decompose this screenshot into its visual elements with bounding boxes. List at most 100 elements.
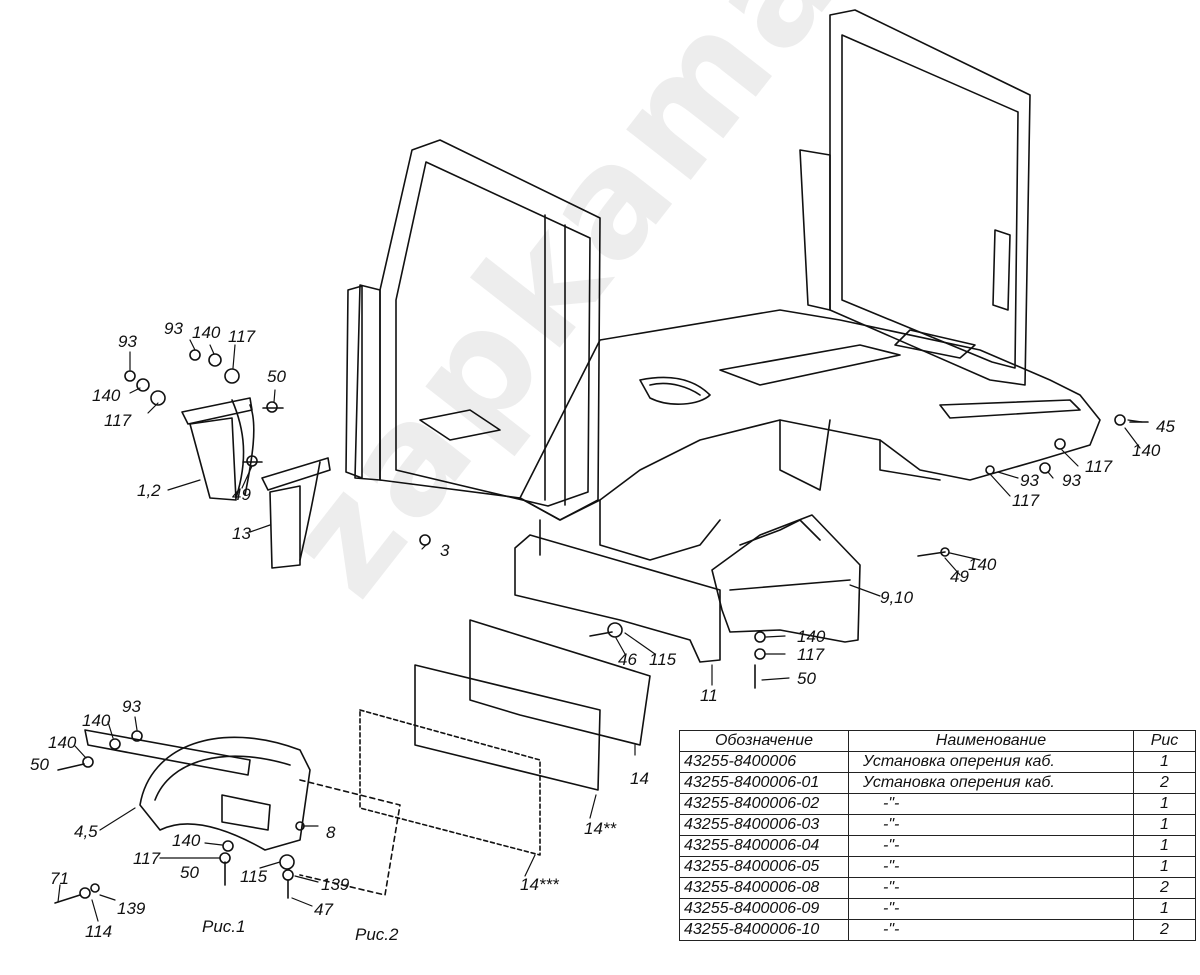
callout-117: 117 <box>133 849 161 868</box>
callout-140: 140 <box>82 711 111 730</box>
callout-93: 93 <box>1062 471 1081 490</box>
cell-name: -"- <box>848 835 1134 857</box>
callout-139: 139 <box>321 875 350 894</box>
callout-11: 11 <box>700 686 718 705</box>
fig2-dashed-outline <box>299 779 401 896</box>
cell-name: -"- <box>848 793 1134 815</box>
part-4-5-fender <box>84 729 311 851</box>
callout-47: 47 <box>314 900 333 919</box>
cell-name: Установка оперения каб. <box>848 751 1134 773</box>
table-row: 43255-8400006-08 -"- 2 <box>679 877 1196 899</box>
callout-50: 50 <box>267 367 286 386</box>
cell-figure: 1 <box>1133 793 1196 815</box>
callout-50: 50 <box>180 863 199 882</box>
specification-table: Обозначение Наименование Рис 43255-84000… <box>679 730 1196 941</box>
callout-13: 13 <box>232 524 251 543</box>
cell-designation: 43255-8400006 <box>679 751 849 773</box>
column-header-designation: Обозначение <box>679 730 849 752</box>
part-13-bracket <box>261 457 331 569</box>
cell-designation: 43255-8400006-01 <box>679 772 849 794</box>
figure-1-label: Рис.1 <box>202 917 246 936</box>
part-1-2-bracket <box>181 397 255 501</box>
callout-140: 140 <box>1132 441 1161 460</box>
part-14s3-panel <box>359 709 541 856</box>
callout-50: 50 <box>30 755 49 774</box>
cell-figure: 2 <box>1133 772 1196 794</box>
callout-14-double-star: 14** <box>584 819 617 838</box>
callout-115: 115 <box>649 650 677 669</box>
cell-name: Установка оперения каб. <box>848 772 1134 794</box>
cell-designation: 43255-8400006-04 <box>679 835 849 857</box>
cell-designation: 43255-8400006-05 <box>679 856 849 878</box>
callout-114: 114 <box>85 922 113 941</box>
callout-4-5: 4,5 <box>74 822 98 841</box>
cab-floor-panel <box>419 309 1101 561</box>
callout-50: 50 <box>797 669 816 688</box>
table-row: 43255-8400006-01 Установка оперения каб.… <box>679 772 1196 794</box>
table-row: 43255-8400006-05 -"- 1 <box>679 856 1196 878</box>
cell-designation: 43255-8400006-02 <box>679 793 849 815</box>
part-14-panel <box>469 619 651 746</box>
cell-designation: 43255-8400006-09 <box>679 898 849 920</box>
callout-117: 117 <box>228 327 256 346</box>
cell-name: -"- <box>848 877 1134 899</box>
callout-14: 14 <box>630 769 649 788</box>
callout-117: 117 <box>104 411 132 430</box>
table-header-row: Обозначение Наименование Рис <box>679 730 1196 752</box>
column-header-name: Наименование <box>848 730 1134 752</box>
callout-140: 140 <box>797 627 826 646</box>
callout-139: 139 <box>117 899 146 918</box>
cell-figure: 1 <box>1133 835 1196 857</box>
cell-name: -"- <box>848 814 1134 836</box>
leader-lines <box>57 339 1143 922</box>
cell-figure: 2 <box>1133 877 1196 899</box>
callout-71: 71 <box>50 869 69 888</box>
callout-117: 117 <box>1085 457 1113 476</box>
table-row: 43255-8400006-10 -"- 2 <box>679 919 1196 941</box>
callout-49: 49 <box>232 485 251 504</box>
cell-figure: 2 <box>1133 919 1196 941</box>
table-row: 43255-8400006 Установка оперения каб. 1 <box>679 751 1196 773</box>
callout-1-2: 1,2 <box>137 481 161 500</box>
cab-right-door-frame <box>799 9 1031 386</box>
callout-140: 140 <box>48 733 77 752</box>
callout-49: 49 <box>950 567 969 586</box>
cell-figure: 1 <box>1133 814 1196 836</box>
table-row: 43255-8400006-09 -"- 1 <box>679 898 1196 920</box>
part-11-panel <box>514 534 721 663</box>
cell-designation: 43255-8400006-08 <box>679 877 849 899</box>
callout-115: 115 <box>240 867 268 886</box>
cell-designation: 43255-8400006-10 <box>679 919 849 941</box>
callout-140: 140 <box>192 323 221 342</box>
table-row: 43255-8400006-04 -"- 1 <box>679 835 1196 857</box>
cell-name: -"- <box>848 856 1134 878</box>
callout-45: 45 <box>1156 417 1175 436</box>
callout-93: 93 <box>1020 471 1039 490</box>
callout-117: 117 <box>797 645 825 664</box>
table-row: 43255-8400006-02 -"- 1 <box>679 793 1196 815</box>
callout-117: 117 <box>1012 491 1040 510</box>
figure-2-label: Рис.2 <box>355 925 399 944</box>
cell-name: -"- <box>848 919 1134 941</box>
callout-140: 140 <box>172 831 201 850</box>
part-14s2-panel <box>414 664 601 791</box>
callout-9-10: 9,10 <box>880 588 914 607</box>
callout-93: 93 <box>164 319 183 338</box>
cab-left-door-frame <box>345 139 601 521</box>
cell-figure: 1 <box>1133 898 1196 920</box>
cell-designation: 43255-8400006-03 <box>679 814 849 836</box>
callout-140: 140 <box>92 386 121 405</box>
callout-140: 140 <box>968 555 997 574</box>
callout-93: 93 <box>118 332 137 351</box>
callout-8: 8 <box>326 823 336 842</box>
callout-93: 93 <box>122 697 141 716</box>
callout-46: 46 <box>618 650 637 669</box>
cell-figure: 1 <box>1133 751 1196 773</box>
table-row: 43255-8400006-03 -"- 1 <box>679 814 1196 836</box>
bolts <box>54 407 1149 904</box>
callout-14-triple-star: 14*** <box>520 875 559 894</box>
cell-name: -"- <box>848 898 1134 920</box>
part-9-10-mudguard <box>711 514 861 643</box>
